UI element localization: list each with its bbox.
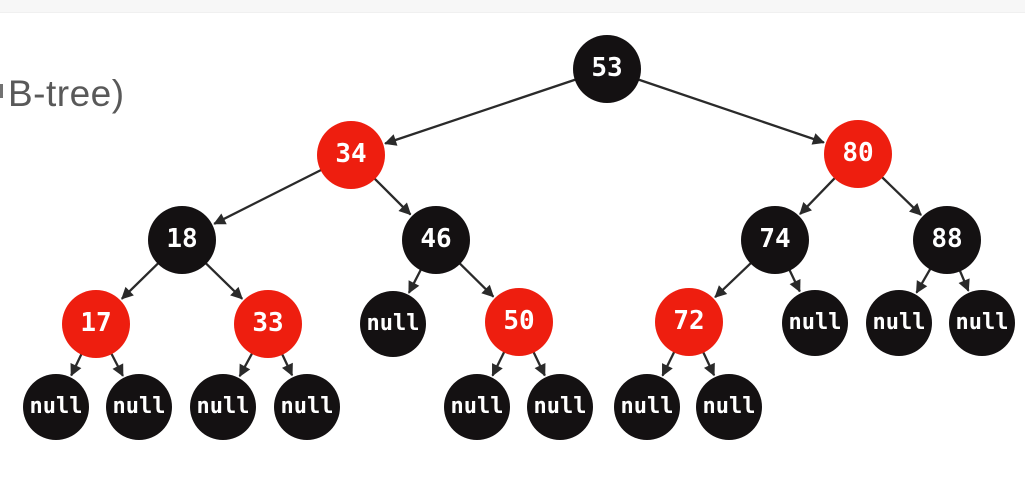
tree-node-label: null: [533, 393, 587, 419]
tree-node-label: 53: [591, 53, 623, 83]
tree-edge: [799, 175, 838, 215]
tree-node-label: null: [112, 393, 166, 419]
tree-edge: [787, 267, 801, 293]
tree-node-17: 17: [62, 290, 130, 358]
tree-node-label: null: [788, 309, 842, 335]
tree-node-label: 74: [759, 224, 791, 254]
tree-node-label: null: [955, 309, 1009, 335]
tree-node-label: null: [366, 310, 420, 336]
tree-edge: [661, 349, 677, 377]
tree-node-72: 72: [655, 288, 723, 356]
tree-node-label: null: [872, 309, 926, 335]
tree-edge: [531, 349, 546, 377]
tree-node-null-nu72L: null: [614, 374, 680, 440]
tree-node-label: null: [196, 393, 250, 419]
tree-edge: [957, 268, 970, 292]
tree-node-label: 34: [335, 139, 367, 169]
tree-node-label: null: [29, 393, 83, 419]
tree-node-label: 17: [80, 308, 112, 338]
tree-edge: [70, 351, 84, 377]
tree-edge: [120, 260, 161, 300]
tree-edge: [213, 167, 324, 225]
cropped-text-sliver: [0, 84, 3, 98]
tree-edge: [636, 77, 825, 145]
top-strip: [0, 0, 1025, 13]
tree-node-label: 80: [842, 138, 874, 168]
tree-node-label: 50: [503, 306, 535, 336]
tree-edge: [457, 260, 495, 298]
tree-node-33: 33: [234, 290, 302, 358]
tree-edge: [280, 351, 294, 377]
tree-node-53: 53: [573, 35, 641, 103]
tree-node-null-nu46L: null: [360, 291, 426, 357]
tree-edge: [407, 267, 423, 294]
tree-node-label: null: [280, 393, 334, 419]
tree-edge: [203, 260, 244, 300]
tree-node-null-nu88L: null: [866, 290, 932, 356]
tree-edge: [491, 349, 507, 377]
tree-node-null-nu17R: null: [106, 374, 172, 440]
tree-edge: [109, 350, 124, 377]
tree-node-label: null: [702, 393, 756, 419]
tree-edge: [879, 174, 922, 216]
tree-node-label: 88: [931, 224, 963, 254]
tree-node-null-nu88R: null: [949, 290, 1015, 356]
tree-node-46: 46: [402, 206, 470, 274]
tree-node-74: 74: [741, 206, 809, 274]
tree-node-null-nu33L: null: [190, 374, 256, 440]
tree-node-label: 33: [252, 308, 284, 338]
tree-node-null-nu72R: null: [696, 374, 762, 440]
tree-edge: [915, 266, 933, 294]
tree-node-null-nu33R: null: [274, 374, 340, 440]
tree-node-88: 88: [913, 206, 981, 274]
tree-node-80: 80: [824, 120, 892, 188]
tree-node-label: null: [450, 393, 504, 419]
tree-edge: [372, 176, 412, 216]
tree-edge: [714, 260, 754, 299]
tree-node-null-nu17L: null: [23, 374, 89, 440]
tree-node-label: 46: [420, 224, 452, 254]
page-title: B-tree): [8, 73, 125, 114]
tree-node-50: 50: [485, 288, 553, 356]
tree-node-34: 34: [317, 121, 385, 189]
tree-node-label: null: [620, 393, 674, 419]
tree-node-null-nu50L: null: [444, 374, 510, 440]
tree-edge: [384, 77, 578, 146]
tree-edge: [701, 349, 716, 377]
tree-node-label: 18: [166, 224, 198, 254]
tree-node-18: 18: [148, 206, 216, 274]
tree-edge: [238, 350, 255, 378]
tree-node-null-nu74R: null: [782, 290, 848, 356]
tree-node-null-nu50R: null: [527, 374, 593, 440]
tree-node-label: 72: [673, 306, 705, 336]
